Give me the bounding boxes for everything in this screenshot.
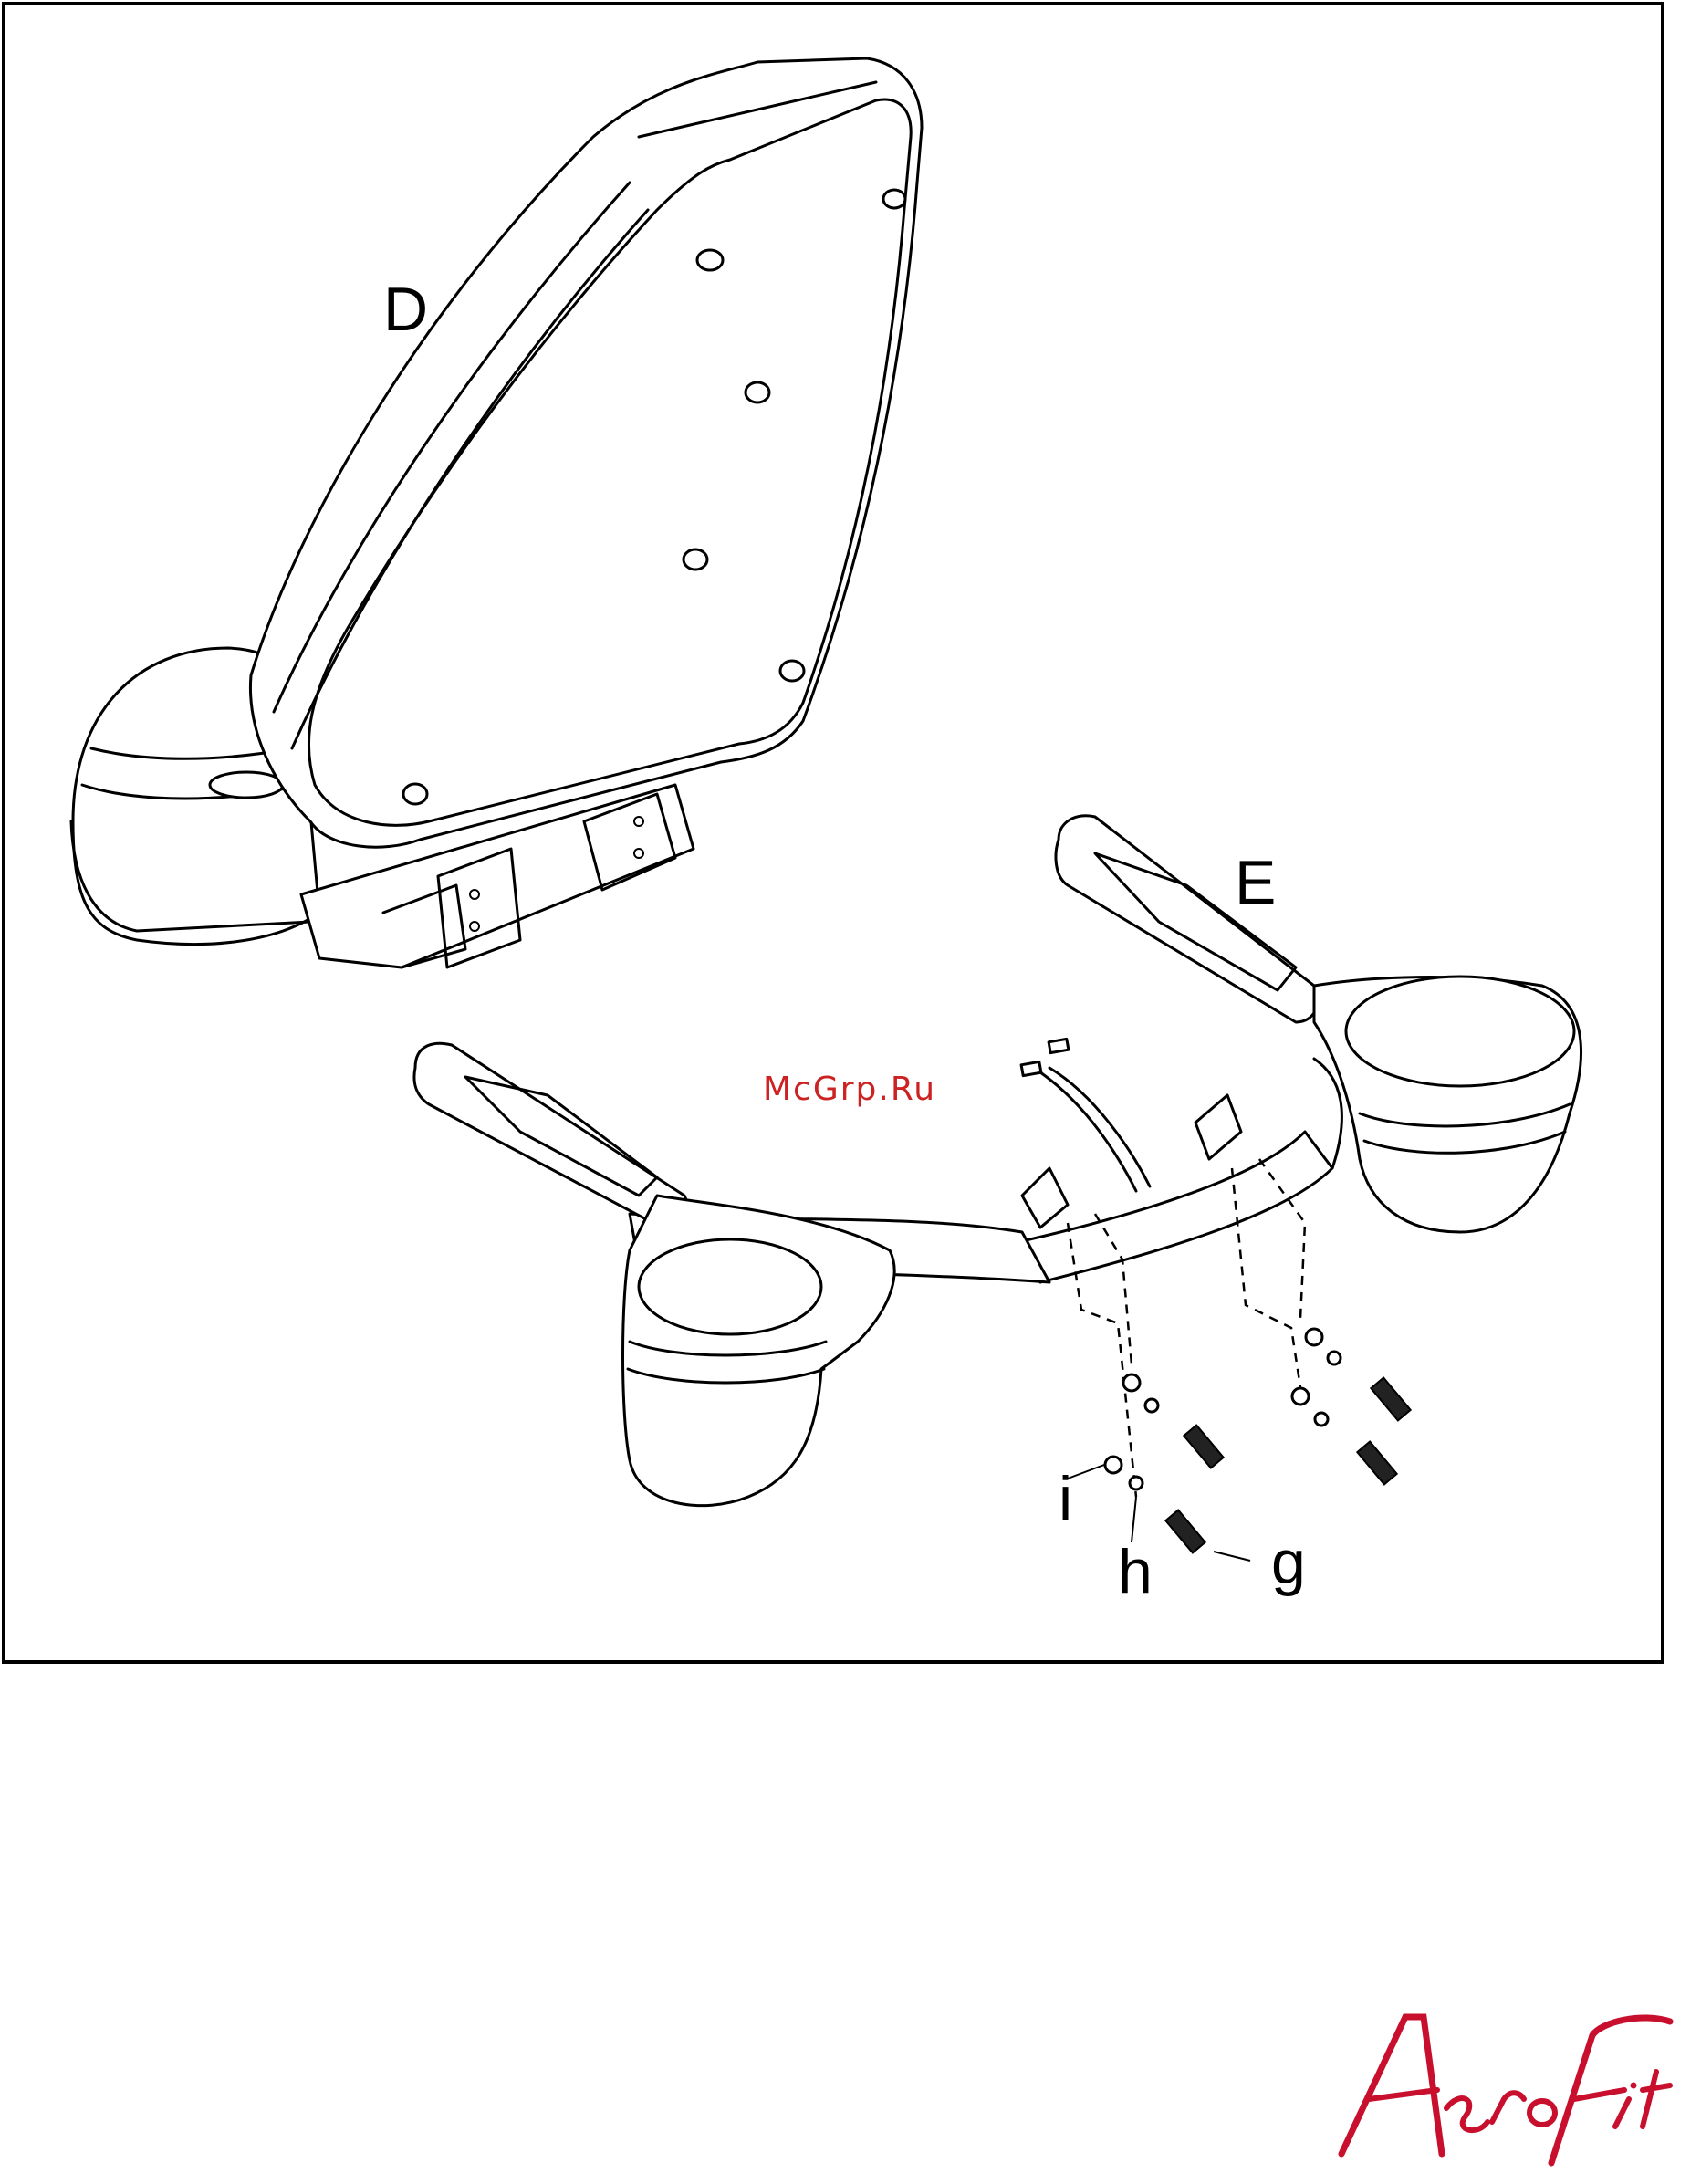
label-part-e: E — [1235, 848, 1276, 917]
label-part-d: D — [383, 275, 428, 344]
label-hw-i: i — [1059, 1464, 1072, 1533]
label-hw-h: h — [1118, 1537, 1153, 1606]
backrest-part-d — [71, 58, 922, 967]
aerofit-logo — [1341, 2017, 1670, 2163]
watermark-text: McGrp.Ru — [763, 1071, 936, 1108]
handlebar-part-e — [414, 816, 1581, 1506]
label-hw-g: g — [1271, 1528, 1306, 1597]
